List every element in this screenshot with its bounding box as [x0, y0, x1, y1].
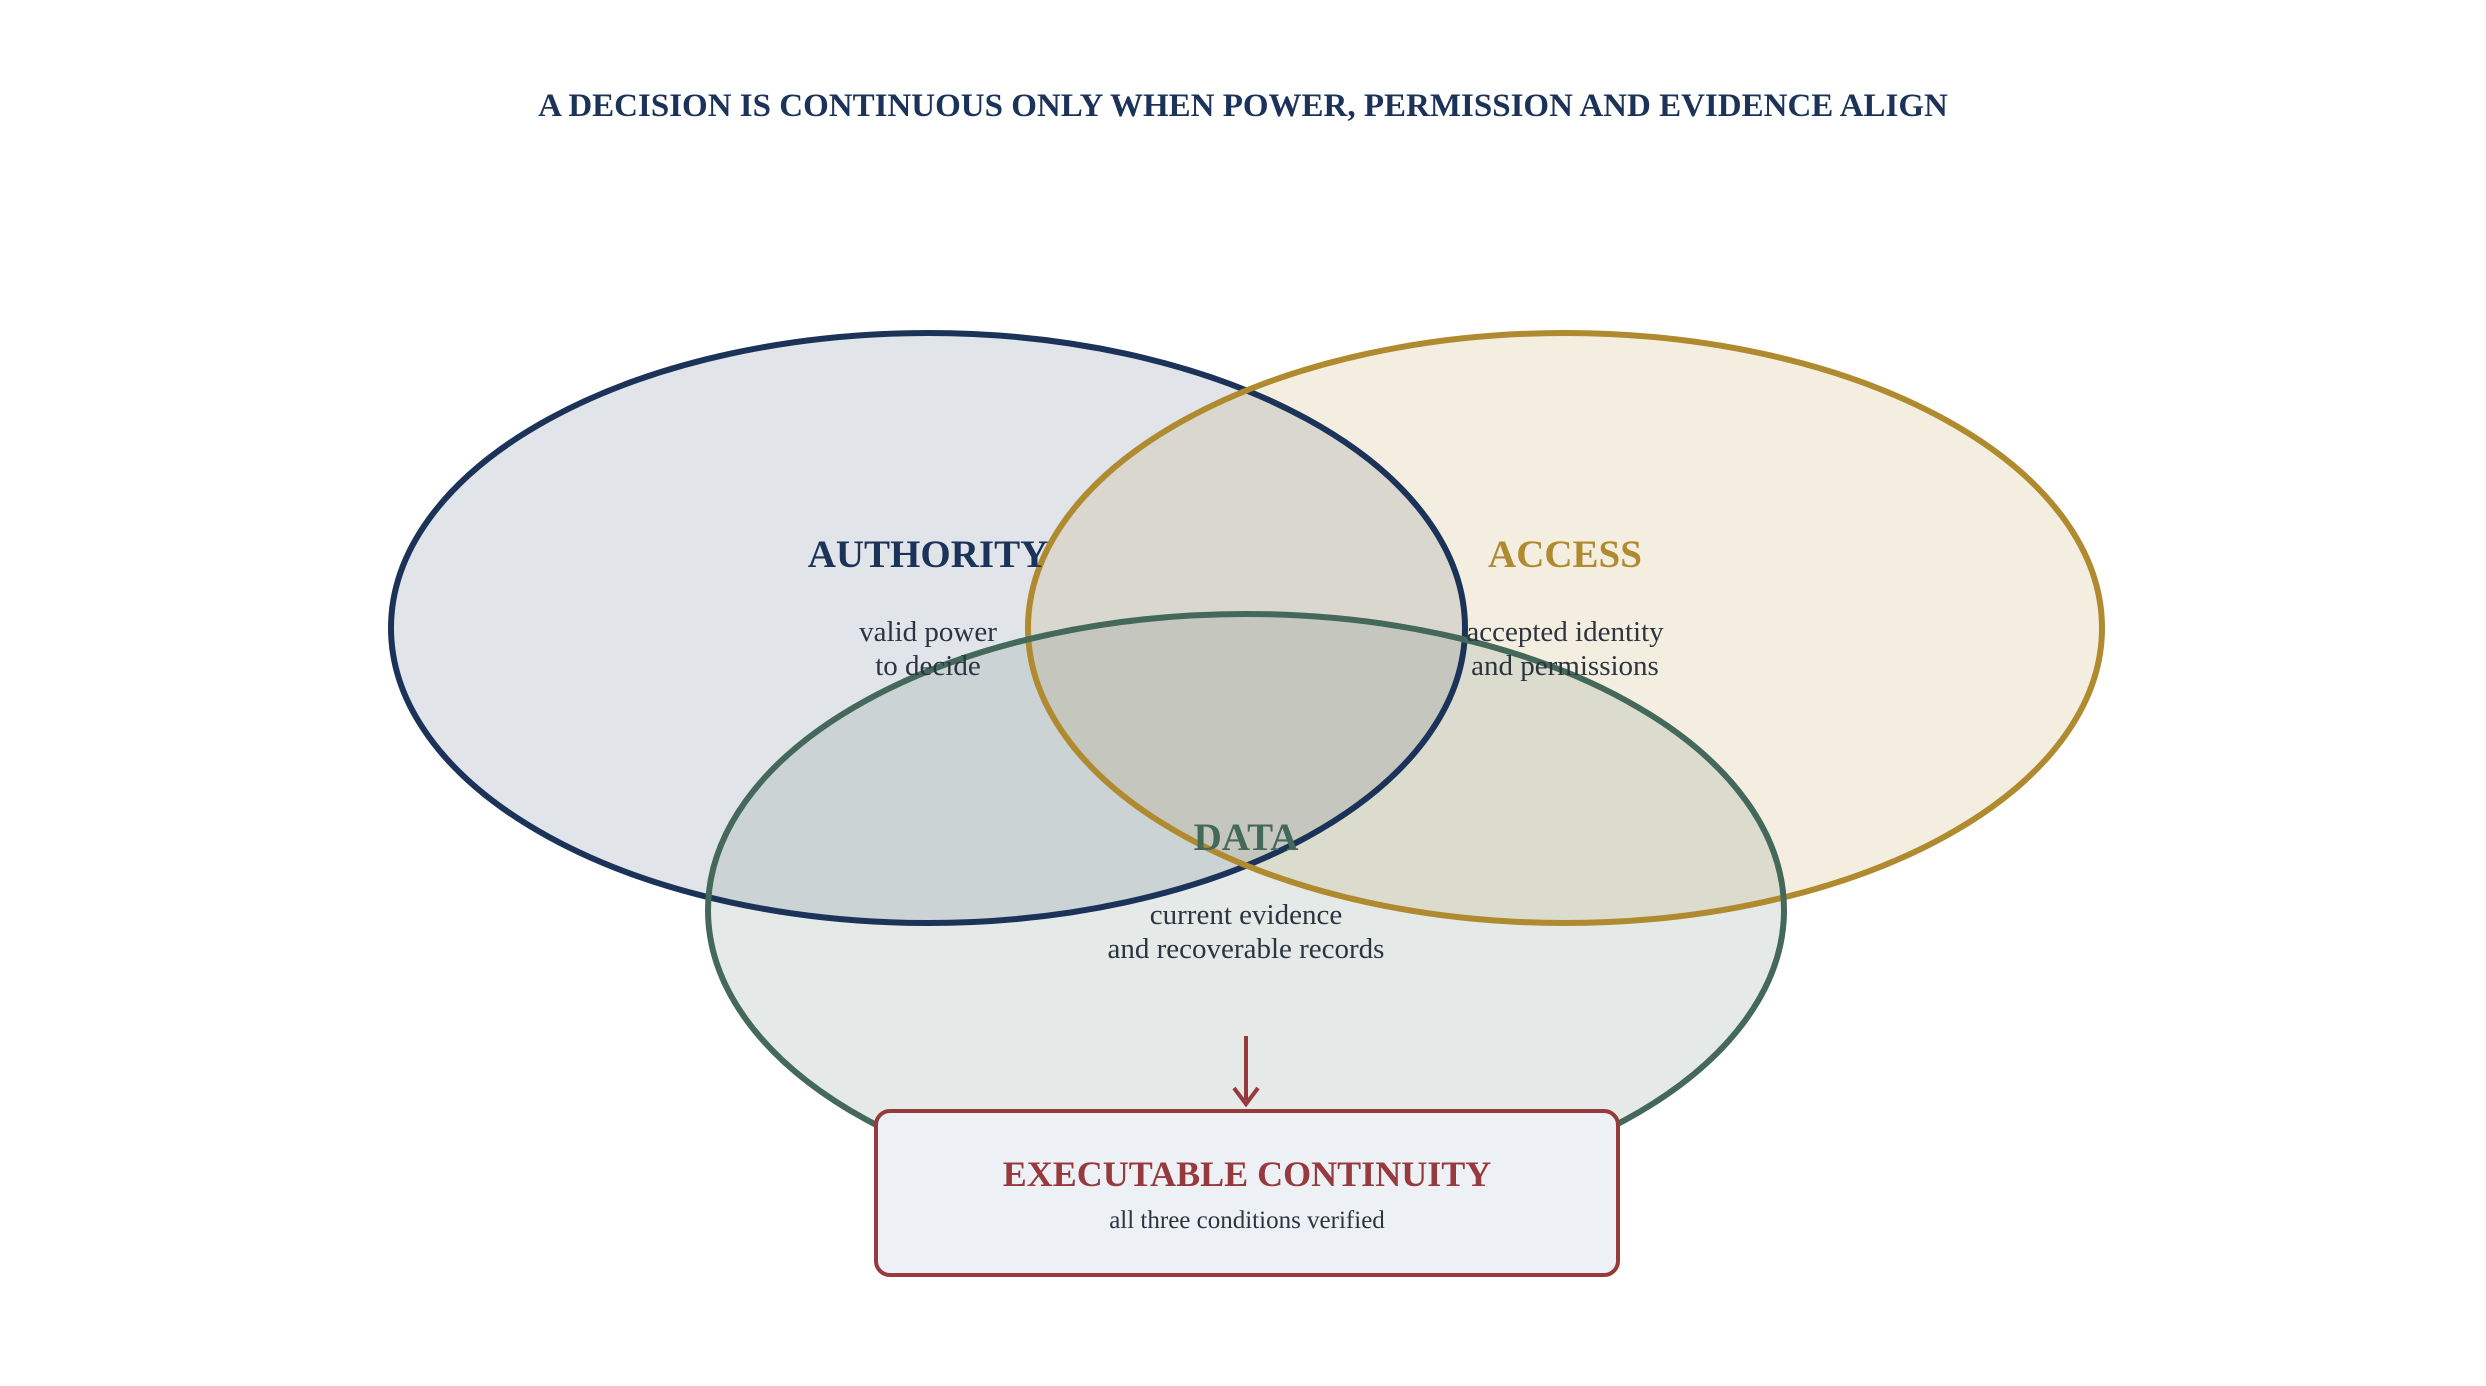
access-desc-line2: and permissions: [1471, 650, 1659, 682]
authority-label: AUTHORITY: [808, 533, 1049, 576]
access-circle: [1025, 330, 2105, 926]
data-label: DATA: [1194, 816, 1299, 859]
result-subtitle: all three conditions verified: [1109, 1207, 1385, 1234]
authority-circle: [388, 330, 1468, 926]
access-label: ACCESS: [1488, 533, 1642, 576]
authority-desc-line2: to decide: [875, 650, 980, 682]
data-circle-fill: [708, 614, 1784, 1206]
authority-circle-fill: [391, 333, 1465, 923]
access-circle-fill: [1028, 333, 2102, 923]
result-box: [874, 1109, 1620, 1277]
authority-desc-line1: valid power: [859, 616, 997, 648]
access-desc-line1: accepted identity: [1466, 616, 1664, 648]
result-title: EXECUTABLE CONTINUITY: [1003, 1154, 1491, 1194]
data-desc-line1: current evidence: [1150, 899, 1342, 931]
data-desc-line2: and recoverable records: [1108, 933, 1385, 965]
down-arrow-icon: [1232, 1036, 1260, 1108]
diagram-title: A DECISION IS CONTINUOUS ONLY WHEN POWER…: [538, 88, 1948, 124]
